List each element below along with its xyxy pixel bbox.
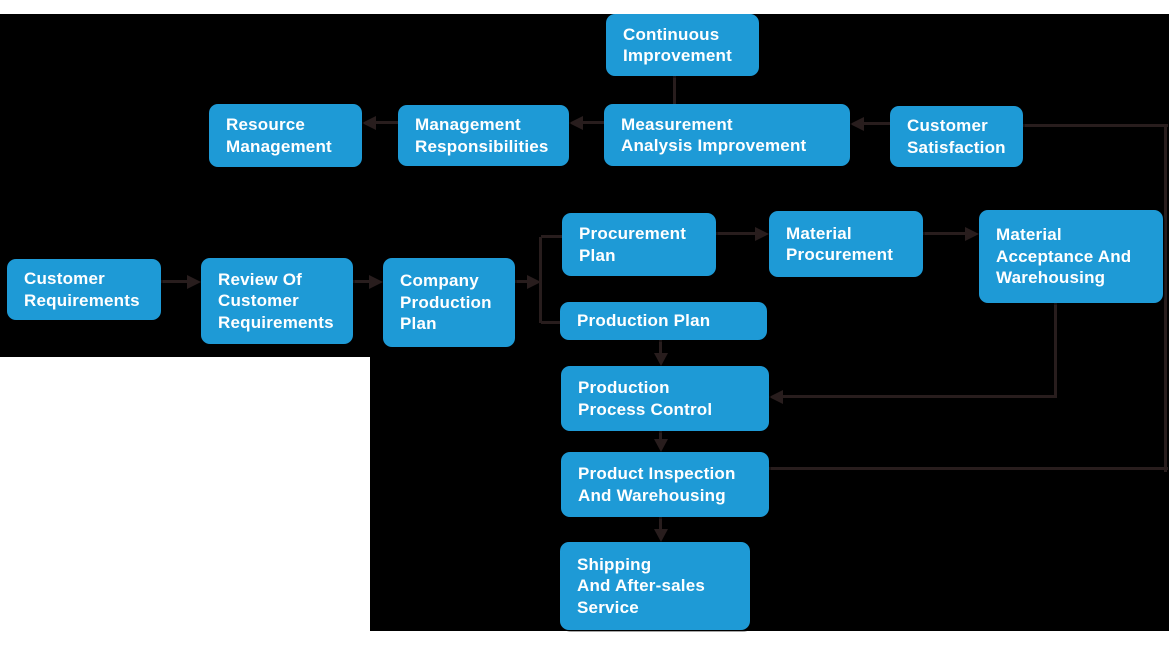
connector-line-product-inspection-and-warehousing-to-customer-satisfaction	[1164, 126, 1167, 472]
node-production-plan: Production Plan	[560, 302, 767, 340]
node-label: Management Responsibilities	[415, 115, 549, 156]
node-material-procurement: Material Procurement	[769, 211, 923, 277]
connector-line-measurement-analysis-improvement-to-management-responsibilities	[582, 121, 604, 124]
node-material-acceptance-and-warehousing: Material Acceptance And Warehousing	[979, 210, 1163, 303]
arrowhead-material-acceptance-and-warehousing-to-production-process-control	[769, 390, 783, 404]
node-label: Shipping And After-sales Service	[577, 554, 706, 617]
node-label: Material Procurement	[786, 223, 894, 265]
arrowhead-procurement-plan-to-material-procurement	[755, 227, 769, 241]
node-label: Measurement Analysis Improvement	[621, 114, 807, 156]
arrowhead-material-procurement-to-material-acceptance-and-warehousing	[965, 227, 979, 241]
node-label: Product Inspection And Warehousing	[578, 464, 736, 505]
connector-line-company-production-plan-to-procurement-plan-and-production-plan	[515, 280, 528, 283]
connector-line-production-plan-to-production-process-control	[659, 340, 662, 354]
node-label: Customer Requirements	[24, 269, 140, 310]
connector-line-management-responsibilities-to-resource-management	[375, 121, 398, 124]
connector-line-material-acceptance-and-warehousing-to-production-process-control	[782, 395, 1056, 398]
node-label: Material Acceptance And Warehousing	[996, 225, 1132, 288]
connector-line-customer-satisfaction-to-measurement-analysis-improvement	[862, 122, 890, 125]
node-management-responsibilities: Management Responsibilities	[398, 105, 569, 166]
node-resource-management: Resource Management	[209, 104, 362, 167]
node-continuous-improvement: Continuous Improvement	[606, 14, 759, 76]
node-label: Production Process Control	[578, 378, 713, 419]
node-company-production-plan: Company Production Plan	[383, 258, 515, 347]
node-measurement-analysis-improvement: Measurement Analysis Improvement	[604, 104, 850, 166]
node-customer-satisfaction: Customer Satisfaction	[890, 106, 1023, 167]
connector-line-company-production-plan-to-procurement-plan-and-production-plan	[541, 321, 560, 324]
node-label: Production Plan	[577, 311, 711, 331]
arrowhead-customer-requirements-to-review-of-customer-requirements	[187, 275, 201, 289]
node-label: Review Of Customer Requirements	[218, 269, 334, 332]
node-shipping-and-after-sales-service: Shipping And After-sales Service	[560, 542, 750, 630]
connector-line-material-procurement-to-material-acceptance-and-warehousing	[923, 232, 966, 235]
connector-line-material-acceptance-and-warehousing-to-production-process-control	[1054, 303, 1057, 398]
arrowhead-customer-satisfaction-to-measurement-analysis-improvement	[850, 117, 864, 131]
arrowhead-review-of-customer-requirements-to-company-production-plan	[369, 275, 383, 289]
node-label: Procurement Plan	[579, 224, 687, 265]
node-product-inspection-and-warehousing: Product Inspection And Warehousing	[561, 452, 769, 517]
arrowhead-company-production-plan-to-procurement-plan-and-production-plan	[527, 275, 541, 289]
connector-line-continuous-improvement-to-measurement-analysis-improvement	[673, 76, 676, 104]
connector-line-customer-requirements-to-review-of-customer-requirements	[161, 280, 188, 283]
arrowhead-management-responsibilities-to-resource-management	[362, 116, 376, 130]
connector-line-review-of-customer-requirements-to-company-production-plan	[353, 280, 370, 283]
background-panel-upper	[0, 14, 1169, 357]
arrowhead-production-process-control-to-product-inspection-and-warehousing	[654, 439, 668, 452]
node-customer-requirements: Customer Requirements	[7, 259, 161, 320]
node-label: Continuous Improvement	[623, 24, 732, 66]
connector-line-company-production-plan-to-procurement-plan-and-production-plan	[541, 235, 562, 238]
arrowhead-production-plan-to-production-process-control	[654, 353, 668, 366]
arrowhead-measurement-analysis-improvement-to-management-responsibilities	[569, 116, 583, 130]
node-procurement-plan: Procurement Plan	[562, 213, 716, 276]
node-production-process-control: Production Process Control	[561, 366, 769, 431]
node-label: Resource Management	[226, 115, 332, 156]
connector-line-procurement-plan-to-material-procurement	[716, 232, 756, 235]
node-label: Company Production Plan	[400, 271, 492, 334]
node-review-of-customer-requirements: Review Of Customer Requirements	[201, 258, 353, 344]
connector-line-product-inspection-and-warehousing-to-shipping-and-after-sales-service	[659, 517, 662, 530]
arrowhead-product-inspection-and-warehousing-to-shipping-and-after-sales-service	[654, 529, 668, 542]
connector-line-production-process-control-to-product-inspection-and-warehousing	[659, 431, 662, 440]
connector-line-product-inspection-and-warehousing-to-customer-satisfaction	[769, 467, 1168, 470]
connector-line-product-inspection-and-warehousing-to-customer-satisfaction	[1023, 124, 1168, 127]
node-label: Customer Satisfaction	[907, 116, 1006, 157]
